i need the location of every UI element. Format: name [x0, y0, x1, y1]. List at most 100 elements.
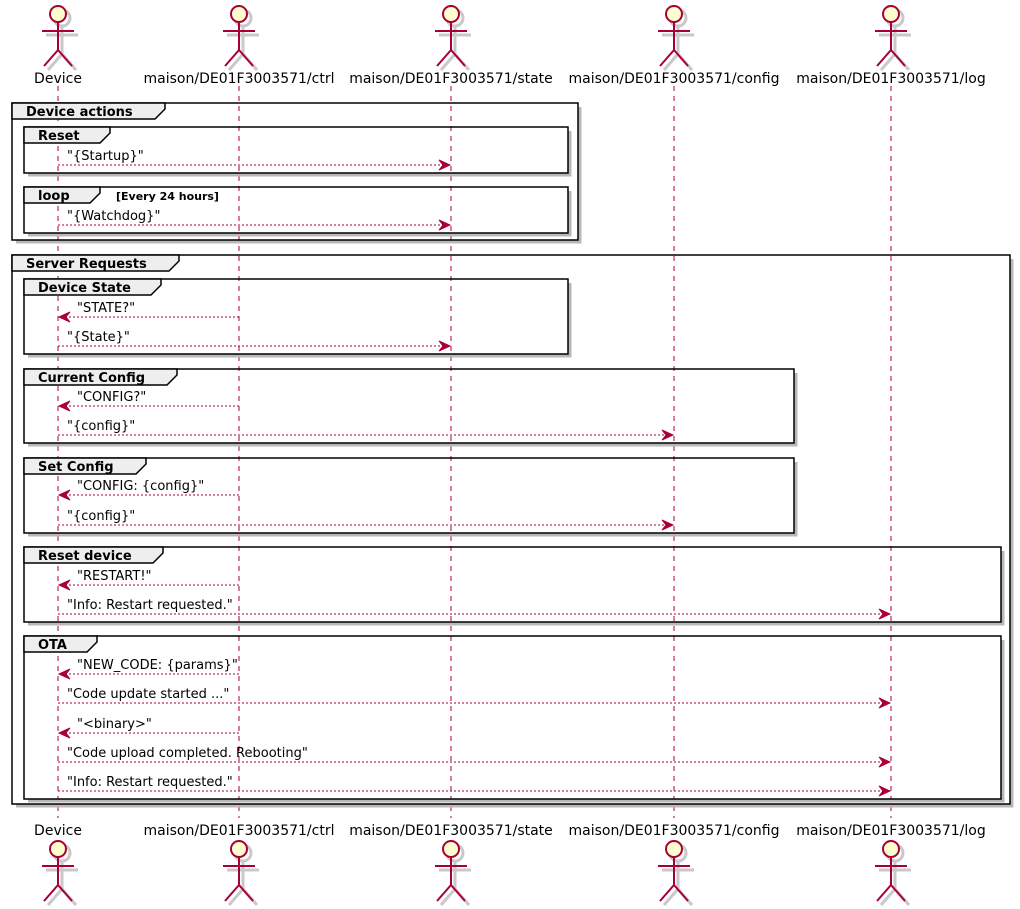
message-8: "RESTART!" — [57, 569, 239, 591]
message-arrowhead — [661, 429, 675, 441]
participant-name: maison/DE01F3003571/config — [569, 823, 780, 839]
participant-top-4: maison/DE01F3003571/log — [796, 5, 986, 87]
bottom-actor-icon — [223, 840, 259, 906]
frame-shadow — [16, 107, 582, 244]
message-0: "{Startup}" — [58, 149, 452, 171]
frame-shadow — [28, 462, 798, 537]
frame-box — [23, 368, 795, 444]
message-10: "NEW_CODE: {params}" — [57, 658, 239, 680]
lifelines — [57, 86, 892, 818]
participant-name: maison/DE01F3003571/log — [796, 823, 985, 839]
message-arrowhead — [878, 697, 892, 709]
message-label: "CONFIG?" — [77, 390, 146, 405]
message-label: "{Startup}" — [67, 149, 144, 164]
message-arrowhead — [57, 400, 71, 412]
frame-title: Current Config — [38, 371, 145, 386]
frame-shadow — [28, 131, 572, 177]
message-label: "<binary>" — [77, 717, 152, 732]
top-actor-icon — [223, 5, 259, 71]
message-label: "{config}" — [67, 419, 135, 434]
message-14: "Info: Restart requested." — [58, 775, 892, 797]
participant-bottom-2: maison/DE01F3003571/state — [349, 823, 553, 906]
message-arrowhead — [57, 579, 71, 591]
message-6: "CONFIG: {config}" — [57, 479, 239, 501]
frame-1: Reset — [23, 126, 572, 177]
frame-tab — [11, 254, 180, 272]
message-5: "{config}" — [58, 419, 675, 441]
frame-title: loop — [38, 189, 70, 204]
message-label: "NEW_CODE: {params}" — [77, 658, 238, 673]
message-label: "{Watchdog}" — [67, 209, 160, 224]
top-actor-icon — [658, 5, 694, 71]
frame-title: Device actions — [26, 105, 133, 120]
frame-title: OTA — [38, 638, 67, 653]
message-arrowhead — [57, 311, 71, 323]
participant-name: maison/DE01F3003571/ctrl — [144, 71, 335, 87]
frame-box — [23, 457, 795, 534]
frame-box — [23, 635, 1002, 800]
message-label: "{State}" — [67, 330, 130, 345]
frame-box — [11, 102, 579, 241]
participant-bottom-4: maison/DE01F3003571/log — [796, 823, 986, 906]
message-arrowhead — [878, 756, 892, 768]
bottom-actor-icon — [435, 840, 471, 906]
frame-tab — [23, 186, 101, 204]
message-1: "{Watchdog}" — [58, 209, 452, 231]
message-label: "CONFIG: {config}" — [77, 479, 204, 494]
participant-name: Device — [34, 71, 82, 87]
frame-5: Current Config — [23, 368, 798, 447]
frame-box — [23, 126, 569, 174]
message-arrowhead — [661, 519, 675, 531]
frame-box — [23, 278, 569, 355]
frame-shadow — [16, 259, 1014, 808]
frame-box — [11, 254, 1011, 805]
participant-bottom-1: maison/DE01F3003571/ctrl — [144, 823, 334, 906]
frame-shadow — [28, 191, 572, 237]
message-label: "STATE?" — [77, 301, 135, 316]
message-arrowhead — [878, 608, 892, 620]
message-13: "Code upload completed. Rebooting" — [58, 746, 892, 768]
frame-title: Reset device — [38, 549, 132, 564]
frame-condition: [Every 24 hours] — [116, 190, 219, 203]
participant-name: maison/DE01F3003571/config — [569, 71, 780, 87]
participant-name: maison/DE01F3003571/log — [796, 71, 985, 87]
participant-name: maison/DE01F3003571/state — [349, 823, 553, 839]
frame-tab — [23, 126, 111, 144]
frame-2: loop [Every 24 hours] — [23, 186, 572, 237]
frame-shadow — [28, 640, 1005, 803]
message-label: "Info: Restart requested." — [67, 598, 233, 613]
bottom-actor-icon — [658, 840, 694, 906]
frame-tab — [23, 546, 164, 564]
participant-name: Device — [34, 823, 82, 839]
participant-top-1: maison/DE01F3003571/ctrl — [144, 5, 335, 87]
frame-tab — [23, 635, 98, 653]
frame-tab — [23, 368, 178, 386]
participant-bottom-0: Device — [34, 823, 82, 906]
message-label: "{config}" — [67, 509, 135, 524]
participant-top-2: maison/DE01F3003571/state — [349, 5, 553, 87]
frame-0: Device actions — [11, 102, 582, 244]
bottom-actor-icon — [875, 840, 911, 906]
participant-bottom-3: maison/DE01F3003571/config — [569, 823, 780, 906]
message-arrowhead — [438, 340, 452, 352]
message-3: "{State}" — [58, 330, 452, 352]
frame-7: Reset device — [23, 546, 1005, 626]
message-label: "RESTART!" — [77, 569, 152, 584]
participant-top-0: Device — [34, 5, 82, 87]
frame-shadow — [28, 551, 1005, 626]
message-11: "Code update started ..." — [58, 687, 892, 709]
top-actor-icon — [435, 5, 471, 71]
frame-6: Set Config — [23, 457, 798, 537]
message-2: "STATE?" — [57, 301, 239, 323]
actors: DeviceDevicemaison/DE01F3003571/ctrlmais… — [34, 5, 986, 906]
message-label: "Code upload completed. Rebooting" — [67, 746, 308, 761]
top-actor-icon — [875, 5, 911, 71]
frame-shadow — [28, 283, 572, 358]
message-label: "Info: Restart requested." — [67, 775, 233, 790]
frame-box — [23, 546, 1002, 623]
message-arrowhead — [438, 159, 452, 171]
frame-shadow — [28, 373, 798, 447]
message-arrowhead — [878, 785, 892, 797]
